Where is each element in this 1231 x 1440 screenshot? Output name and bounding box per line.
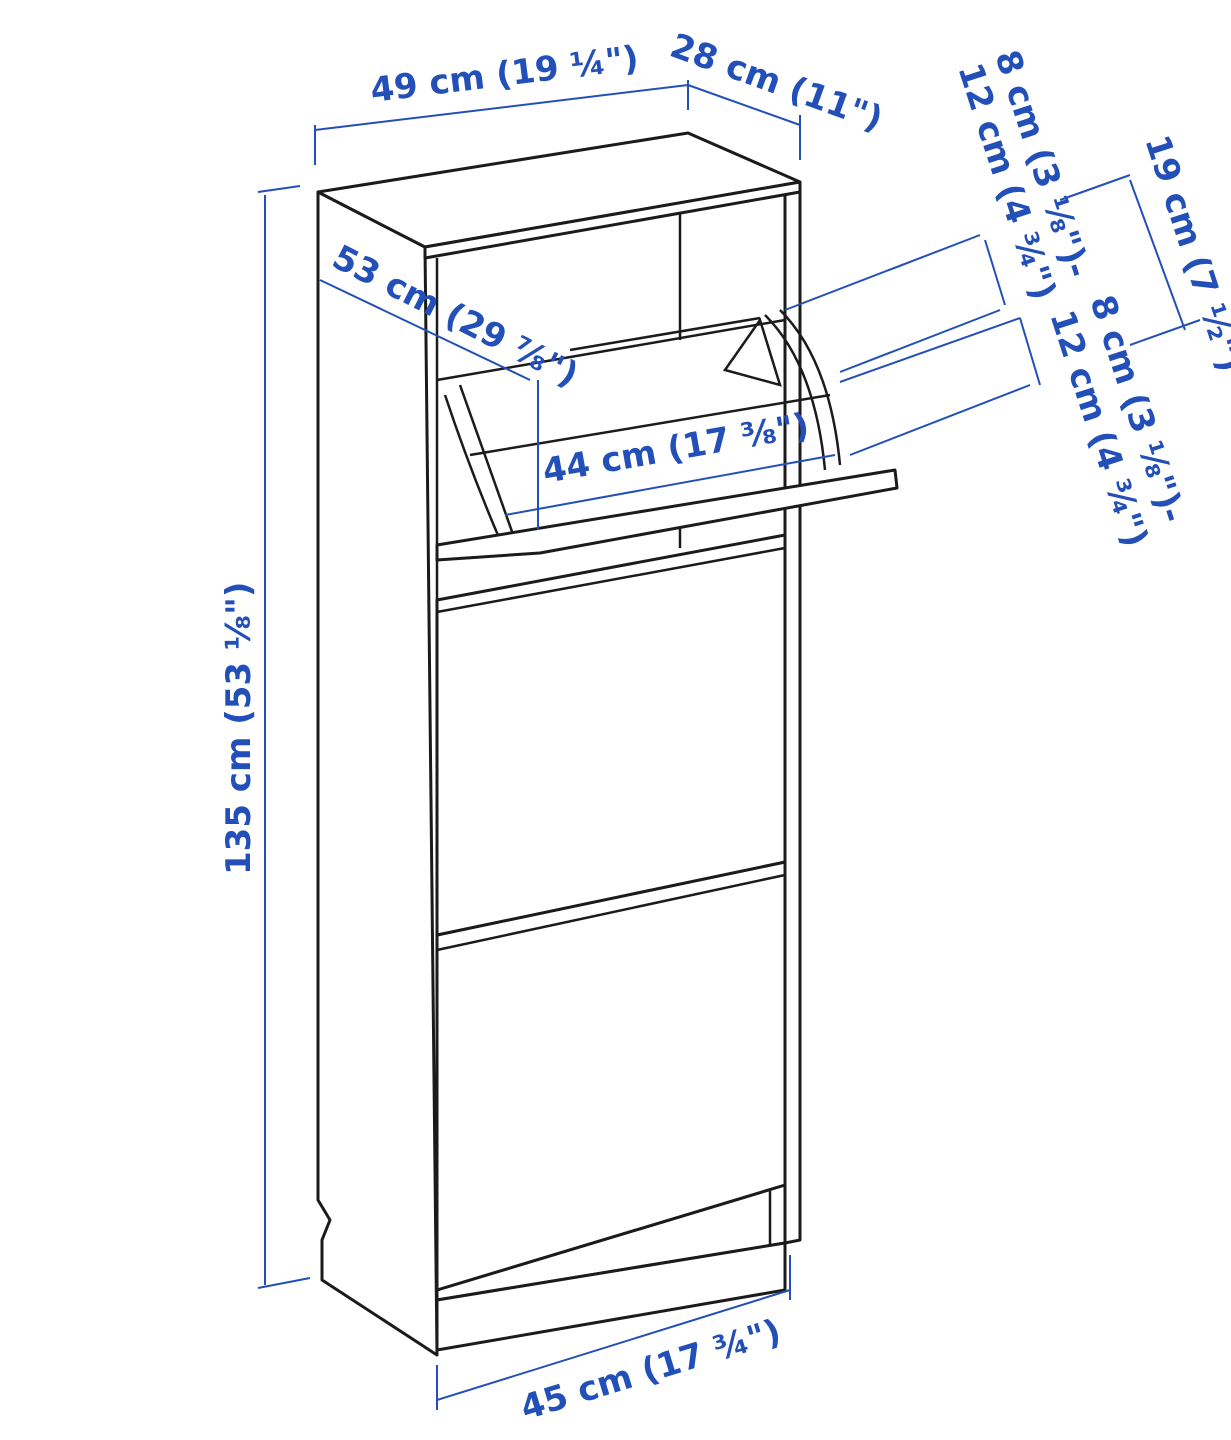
compartment-height-label: 19 cm (7 ½") xyxy=(1136,130,1231,376)
door-middle xyxy=(435,533,787,937)
dimension-lines xyxy=(257,80,1201,1410)
open-flap xyxy=(435,468,899,562)
inner-width-label: 44 cm (17 ⅜") xyxy=(540,406,813,492)
cabinet-outline xyxy=(316,131,899,1357)
width-top-label: 49 cm (19 ¼") xyxy=(368,38,641,111)
height-label: 135 cm (53 ⅛") xyxy=(219,582,259,875)
depth-label: 28 cm (11") xyxy=(665,26,888,140)
